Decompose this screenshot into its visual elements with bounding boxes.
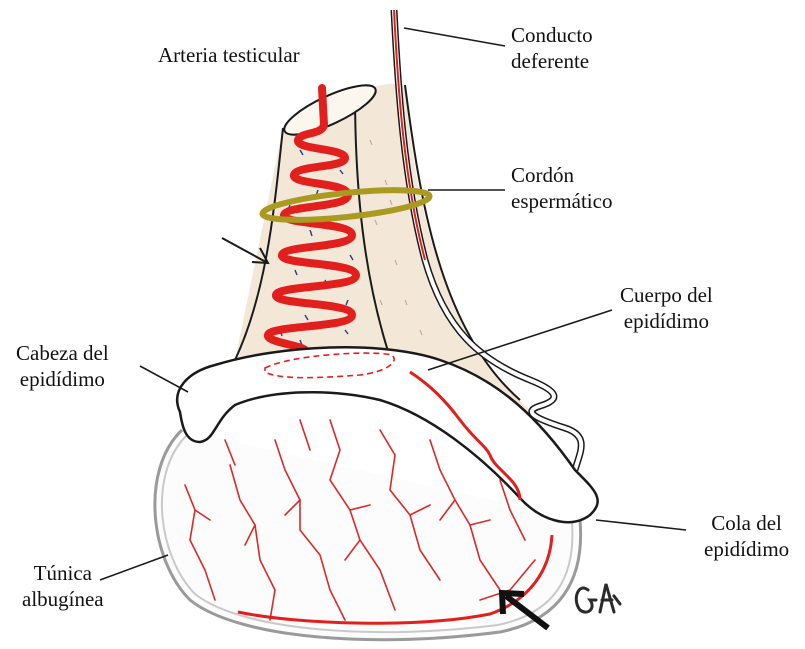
label-cola-line2: epidídimo (704, 536, 789, 562)
label-cordon-line1: Cordón (511, 162, 612, 188)
label-tunica-line1: Túnica (22, 560, 104, 586)
artist-signature (576, 584, 620, 612)
label-cabeza-line1: Cabeza del (16, 340, 109, 366)
leader-tunica (100, 555, 168, 580)
leader-cabeza (140, 366, 188, 392)
label-cabeza-epididimo: Cabeza del epidídimo (16, 340, 109, 392)
label-arteria-line1: Arteria testicular (158, 42, 300, 68)
label-cola-epididimo: Cola del epidídimo (704, 510, 789, 562)
label-tunica-albuginea: Túnica albugínea (22, 560, 104, 612)
label-tunica-line2: albugínea (22, 586, 104, 612)
label-cordon-line2: espermático (511, 188, 612, 214)
leader-conducto (404, 28, 505, 46)
label-cordon-espermatico: Cordón espermático (511, 162, 612, 214)
label-conducto-line1: Conducto (511, 22, 593, 48)
label-cabeza-line2: epidídimo (16, 366, 109, 392)
label-arteria-testicular: Arteria testicular (158, 42, 300, 68)
label-conducto-line2: deferente (511, 48, 593, 74)
label-cuerpo-line2: epidídimo (620, 308, 713, 334)
leader-cola (596, 520, 686, 530)
label-conducto-deferente: Conducto deferente (511, 22, 593, 74)
label-cuerpo-epididimo: Cuerpo del epidídimo (620, 282, 713, 334)
label-cuerpo-line1: Cuerpo del (620, 282, 713, 308)
label-cola-line1: Cola del (704, 510, 789, 536)
